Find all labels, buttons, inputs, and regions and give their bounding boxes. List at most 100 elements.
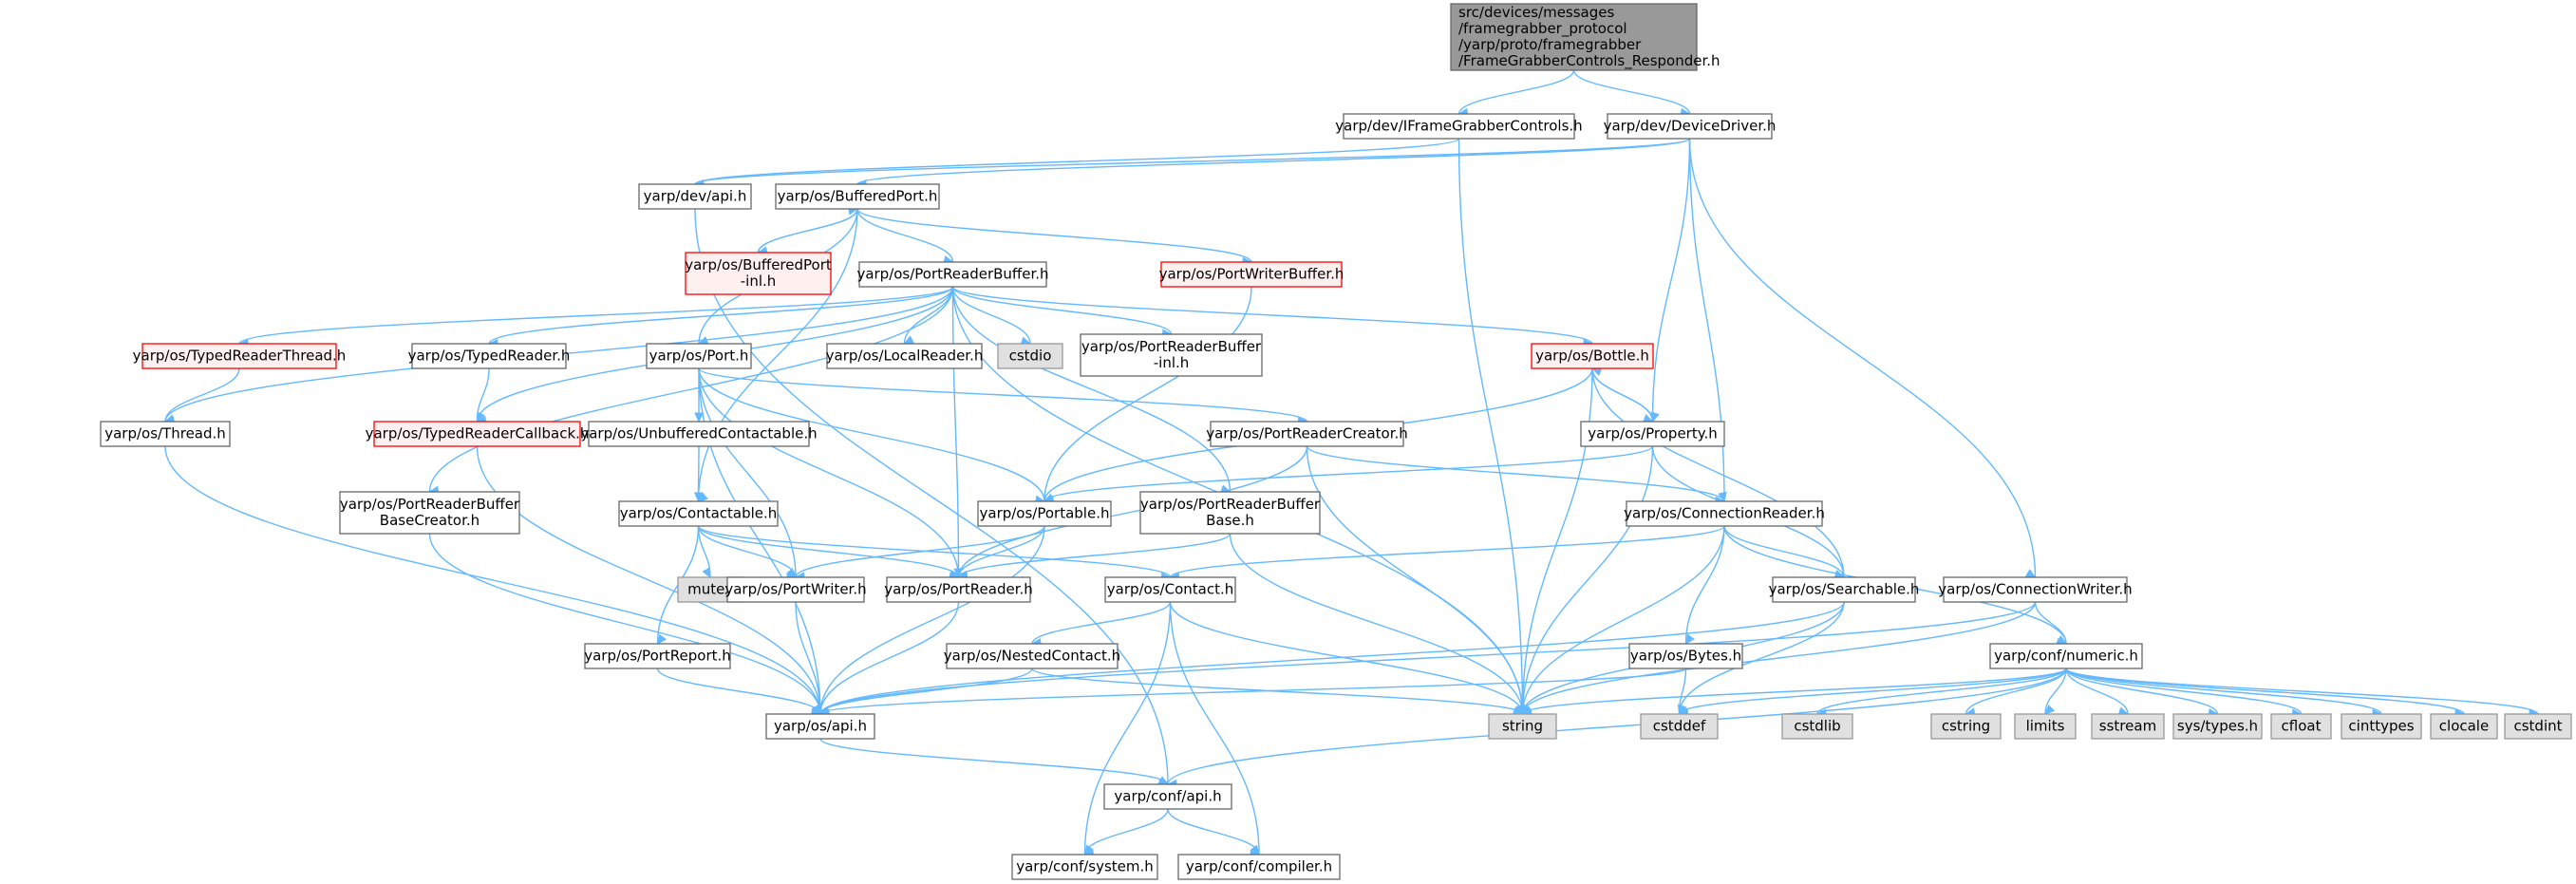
node-typedreadercallback[interactable]: yarp/os/TypedReaderCallback.h <box>366 421 590 447</box>
edge-root-to-devicedriver <box>1572 69 1691 118</box>
edge-line <box>2065 668 2303 715</box>
node-label: yarp/os/Contactable.h <box>620 505 778 522</box>
edge-property-to-string <box>1521 445 1654 715</box>
node-portreader[interactable]: yarp/os/PortReader.h <box>884 576 1033 603</box>
edge-arrowhead <box>656 633 668 645</box>
node-box <box>1210 421 1404 447</box>
node-portreaderbufferinl[interactable]: yarp/os/PortReaderBuffer-inl.h <box>1080 333 1263 377</box>
edge-line <box>2065 668 2465 715</box>
edge-line <box>757 208 858 254</box>
node-typedreaderthread[interactable]: yarp/os/TypedReaderThread.h <box>133 343 347 369</box>
node-root[interactable]: src/devices/messages/framegrabber_protoc… <box>1450 3 1720 71</box>
node-label: yarp/dev/api.h <box>644 188 747 205</box>
edge-bufferedport-to-portwriterbuffer <box>856 208 1253 267</box>
edge-portreaderbuffer-to-portreaderbufferbase <box>951 286 1232 494</box>
edge-arrowhead <box>2024 569 2037 578</box>
node-connectionwriter[interactable]: yarp/os/ConnectionWriter.h <box>1938 576 2133 603</box>
node-label: yarp/os/PortReaderCreator.h <box>1206 425 1408 442</box>
edge-line <box>1044 445 1654 502</box>
node-box <box>646 343 752 369</box>
edge-bufferedportinl-to-bufferedport <box>757 206 859 254</box>
node-label: yarp/os/PortWriterBuffer.h <box>1159 266 1344 283</box>
node-portwriter[interactable]: yarp/os/PortWriter.h <box>724 576 867 603</box>
edge-line <box>2065 668 2539 715</box>
edge-line <box>1521 367 1593 715</box>
node-portable[interactable]: yarp/os/Portable.h <box>977 500 1112 527</box>
node-nestedcontact[interactable]: yarp/os/NestedContact.h <box>944 643 1120 669</box>
edge-line <box>697 525 797 578</box>
node-label: yarp/os/BufferedPort <box>685 256 832 273</box>
node-typedreader[interactable]: yarp/os/TypedReader.h <box>408 343 571 369</box>
node-box <box>775 183 940 210</box>
node-bufferedportinl[interactable]: yarp/os/BufferedPort-inl.h <box>685 252 832 295</box>
node-localreader[interactable]: yarp/os/LocalReader.h <box>826 343 984 369</box>
edge-portable-to-portwriter <box>794 525 1045 581</box>
node-portreadercreator[interactable]: yarp/os/PortReaderCreator.h <box>1206 421 1408 447</box>
node-box <box>638 183 752 210</box>
edge-portreaderbufferbasecreator-to-osapi <box>428 533 822 717</box>
node-label: yarp/os/PortReader.h <box>884 581 1033 598</box>
edge-portreaderbuffer-to-bottle <box>951 286 1594 348</box>
edge-line <box>1723 525 1845 578</box>
node-cstdio: cstdio <box>997 343 1063 369</box>
edge-line <box>2065 668 2219 715</box>
node-portwriterbuffer[interactable]: yarp/os/PortWriterBuffer.h <box>1159 261 1344 288</box>
node-bottle[interactable]: yarp/os/Bottle.h <box>1531 343 1654 369</box>
node-portreaderbuffer[interactable]: yarp/os/PortReaderBuffer.h <box>856 261 1049 288</box>
node-confcompiler[interactable]: yarp/conf/compiler.h <box>1177 854 1341 880</box>
edge-bufferedport-to-bufferedportinl <box>757 208 858 255</box>
node-portreport[interactable]: yarp/os/PortReport.h <box>584 643 731 669</box>
node-devicedriver[interactable]: yarp/dev/DeviceDriver.h <box>1604 113 1777 140</box>
edge-portwriterbuffer-to-portable <box>1043 286 1252 502</box>
edge-arrowhead <box>694 412 704 423</box>
node-devapi[interactable]: yarp/dev/api.h <box>638 183 752 210</box>
node-iframegrabber[interactable]: yarp/dev/IFrameGrabberControls.h <box>1335 113 1583 140</box>
file-nodes: src/devices/messages/framegrabber_protoc… <box>100 3 2572 880</box>
node-contact[interactable]: yarp/os/Contact.h <box>1104 576 1236 603</box>
node-box <box>1160 261 1343 288</box>
node-thread[interactable]: yarp/os/Thread.h <box>100 421 231 447</box>
node-string: string <box>1488 713 1557 740</box>
edge-contact-to-nestedcontact <box>1030 601 1172 648</box>
node-osapi[interactable]: yarp/os/api.h <box>765 713 875 740</box>
node-bufferedport[interactable]: yarp/os/BufferedPort.h <box>775 183 940 210</box>
node-box <box>1080 333 1263 377</box>
node-box <box>1772 576 1916 603</box>
edge-line <box>694 138 1460 185</box>
edge-bufferedport-to-portreaderbuffer <box>856 208 954 265</box>
node-box <box>858 261 1047 288</box>
node-label: -inl.h <box>1154 354 1190 371</box>
node-sstream: sstream <box>2091 713 2165 740</box>
node-property[interactable]: yarp/os/Property.h <box>1580 421 1725 447</box>
edge-line <box>1591 367 1654 423</box>
node-searchable[interactable]: yarp/os/Searchable.h <box>1769 576 1920 603</box>
node-port[interactable]: yarp/os/Port.h <box>646 343 752 369</box>
node-cstddef: cstddef <box>1640 713 1719 740</box>
node-unbufferedcontactable[interactable]: yarp/os/UnbufferedContactable.h <box>580 421 818 447</box>
edge-line <box>1031 668 1524 715</box>
node-label: yarp/os/PortReaderBuffer <box>1140 496 1321 513</box>
node-box <box>1343 113 1575 140</box>
node-bytes[interactable]: yarp/os/Bytes.h <box>1628 643 1743 669</box>
node-box <box>1626 500 1823 527</box>
node-cstring: cstring <box>1930 713 2002 740</box>
node-box <box>826 343 983 369</box>
node-box <box>1989 643 2143 669</box>
node-confapi[interactable]: yarp/conf/api.h <box>1103 783 1232 810</box>
edge-line <box>1521 601 2037 715</box>
edge-line <box>1306 445 1524 715</box>
node-contactable[interactable]: yarp/os/Contactable.h <box>618 500 779 527</box>
edge-line <box>1044 286 1252 502</box>
node-connectionreader[interactable]: yarp/os/ConnectionReader.h <box>1624 500 1825 527</box>
edge-line <box>795 525 1045 578</box>
node-label: yarp/os/TypedReader.h <box>408 348 571 365</box>
edge-line <box>1572 69 1691 115</box>
node-confsystem[interactable]: yarp/conf/system.h <box>1011 854 1158 880</box>
node-numeric[interactable]: yarp/conf/numeric.h <box>1989 643 2143 669</box>
node-clocale: clocale <box>2430 713 2498 740</box>
edge-line <box>1169 525 1725 578</box>
edge-line <box>1521 525 1725 715</box>
edge-typedreader-to-typedreadercallback <box>476 367 490 423</box>
